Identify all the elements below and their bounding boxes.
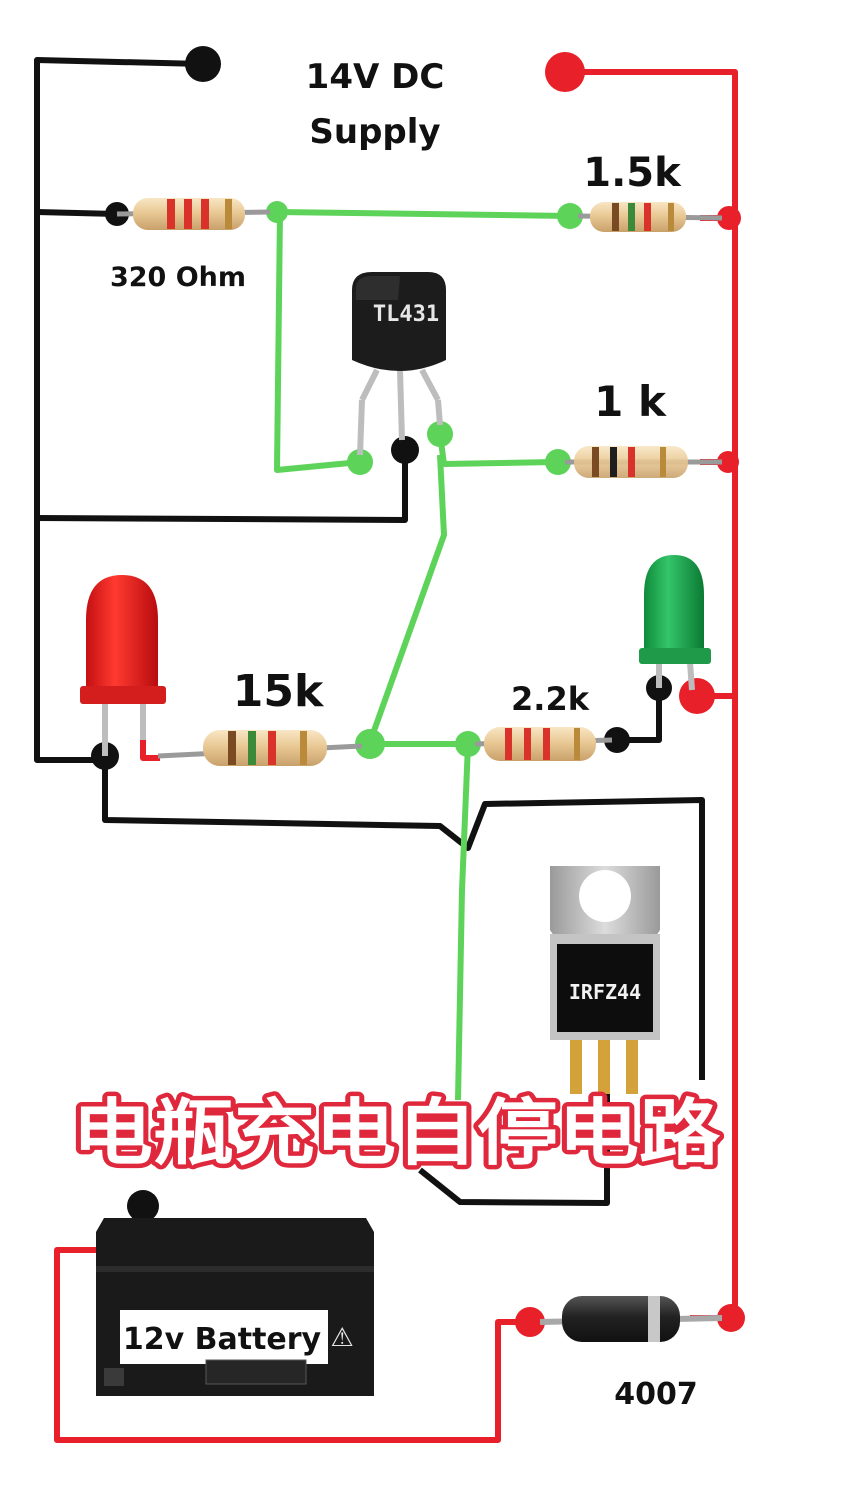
resistor-15k-label: 15k [233,666,325,717]
irfz44-mosfet [550,866,660,1094]
resistor-1000-label: 1 k [594,377,667,426]
tl431-label: TL431 [373,302,439,327]
tl431-regulator [352,272,446,456]
green-led [639,555,711,691]
resistor-2200-label: 2.2k [511,680,590,718]
resistor-2200 [474,727,613,761]
red-led [80,575,166,756]
supply-label-line1: 14V DC [306,57,445,97]
resistor-320-label: 320 Ohm [110,262,246,293]
resistor-15k [157,730,363,766]
diode-4007 [539,1296,723,1342]
resistor-320-ohm [116,198,271,230]
resistor-1500-label: 1.5k [583,150,682,196]
diode-label: 4007 [614,1377,698,1412]
resistor-1000 [565,446,722,478]
battery-label: 12v Battery [123,1322,322,1357]
irfz44-label: IRFZ44 [569,980,641,1004]
resistor-1500 [577,202,723,232]
page-title: 电瓶充电自停电路 [72,1091,721,1175]
battery-warning-icon: ⚠ [330,1323,353,1353]
battery-12v [96,1218,374,1396]
supply-label-line2: Supply [309,112,440,152]
